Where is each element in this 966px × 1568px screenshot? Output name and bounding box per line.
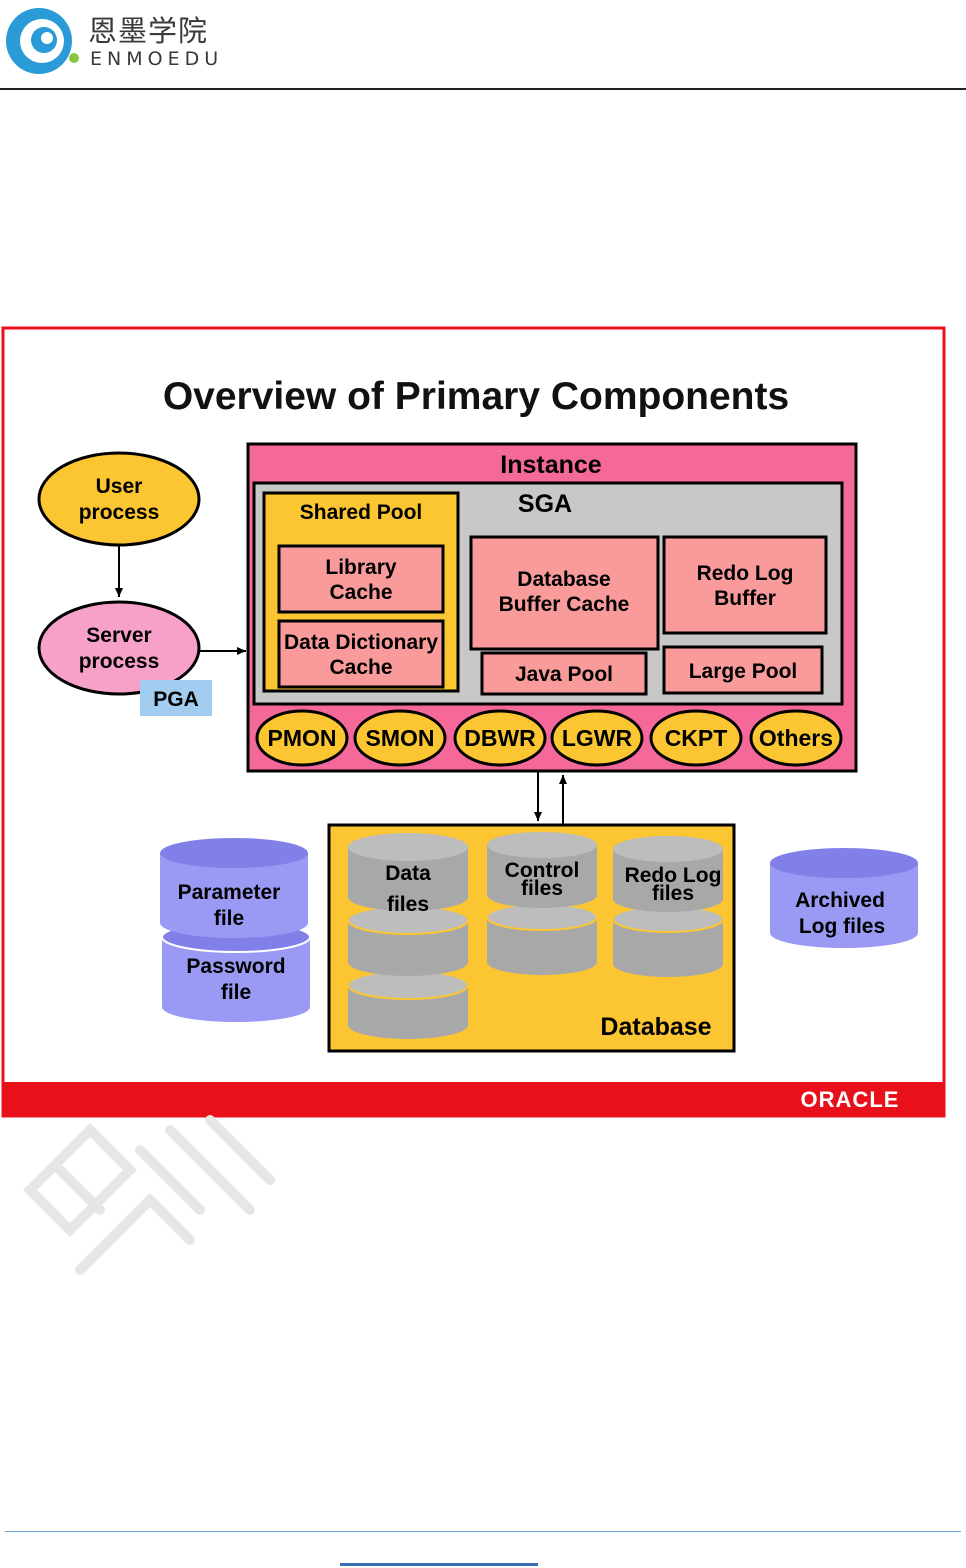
header: 恩墨学院 ENMOEDU	[0, 0, 966, 90]
database-label: Database	[600, 1013, 711, 1041]
database-buffer-cache-label-1: Database	[517, 568, 610, 591]
server-process-label-2: process	[79, 650, 160, 673]
server-process-label-1: Server	[86, 624, 151, 647]
process-ckpt-label: CKPT	[665, 725, 728, 751]
parameter-file-label-1: Parameter	[178, 881, 281, 904]
header-divider	[0, 88, 966, 90]
process-others-label: Others	[759, 725, 833, 751]
footer-divider	[5, 1531, 961, 1532]
sga-label: SGA	[518, 490, 572, 518]
data-files-label-2: files	[387, 893, 429, 916]
shared-pool-label: Shared Pool	[300, 501, 423, 524]
instance-label: Instance	[500, 451, 602, 479]
redo-log-files-cylinder	[612, 836, 724, 977]
oracle-logo: ORACLE	[801, 1087, 900, 1112]
parameter-file-label-2: file	[214, 907, 244, 930]
background-process-smon: SMON	[353, 709, 447, 767]
slide-title: Overview of Primary Components	[163, 375, 789, 418]
redo-log-files-label-2: files	[652, 882, 694, 905]
slide-footer-bar	[3, 1082, 944, 1116]
process-lgwr-label: LGWR	[562, 725, 633, 751]
process-pmon-label: PMON	[268, 725, 337, 751]
user-process-label-1: User	[96, 475, 143, 498]
data-dictionary-cache-label-1: Data Dictionary	[284, 631, 438, 654]
redo-log-buffer-box	[662, 535, 828, 635]
background-process-ckpt: CKPT	[649, 709, 743, 767]
user-process-label-2: process	[79, 501, 160, 524]
database-buffer-cache-label-2: Buffer Cache	[499, 593, 630, 616]
data-dictionary-cache-label-2: Cache	[329, 656, 392, 679]
large-pool-label: Large Pool	[689, 660, 798, 683]
password-file-label-1: Password	[186, 955, 285, 978]
java-pool-label: Java Pool	[515, 663, 613, 686]
control-files-label-2: files	[521, 877, 563, 900]
footer-page-bar	[340, 1563, 538, 1566]
redo-log-buffer-label-1: Redo Log	[697, 562, 794, 585]
logo-english-name: ENMOEDU	[90, 48, 224, 70]
slide-diagram: ORACLE Overview of Primary Components Us…	[1, 326, 946, 1118]
logo-chinese-name: 恩墨学院	[88, 14, 209, 48]
redo-log-files-label-1: Redo Log	[625, 864, 722, 887]
library-cache-box	[277, 544, 445, 614]
pga-box	[140, 680, 212, 716]
data-files-label-1: Data	[385, 862, 431, 885]
pga-label: PGA	[153, 688, 199, 711]
control-files-cylinder	[486, 832, 598, 975]
java-pool-box	[480, 651, 648, 696]
library-cache-label-1: Library	[325, 556, 397, 579]
user-process: User process	[37, 451, 201, 547]
archived-log-files-label-2: Log files	[799, 915, 885, 938]
background-process-others: Others	[749, 709, 843, 767]
background-process-dbwr: DBWR	[453, 709, 547, 767]
password-file-label-2: file	[221, 981, 251, 1004]
parameter-file-cylinder	[160, 838, 308, 938]
server-process: Server process	[37, 600, 201, 696]
enmoedu-logo-icon	[6, 8, 79, 74]
watermark-icon	[22, 1115, 275, 1275]
control-files-label-1: Control	[505, 859, 580, 882]
process-dbwr-label: DBWR	[464, 725, 536, 751]
database-buffer-cache-box	[469, 535, 660, 651]
data-dictionary-cache-box	[277, 619, 445, 689]
background-process-pmon: PMON	[255, 709, 349, 767]
data-files-cylinder	[347, 833, 469, 1039]
archived-log-files-label-1: Archived	[795, 889, 885, 912]
large-pool-box	[662, 645, 824, 695]
background-process-lgwr: LGWR	[550, 709, 644, 767]
library-cache-label-2: Cache	[329, 581, 392, 604]
process-smon-label: SMON	[366, 725, 435, 751]
archived-log-files-cylinder	[770, 848, 918, 948]
redo-log-buffer-label-2: Buffer	[714, 587, 776, 610]
